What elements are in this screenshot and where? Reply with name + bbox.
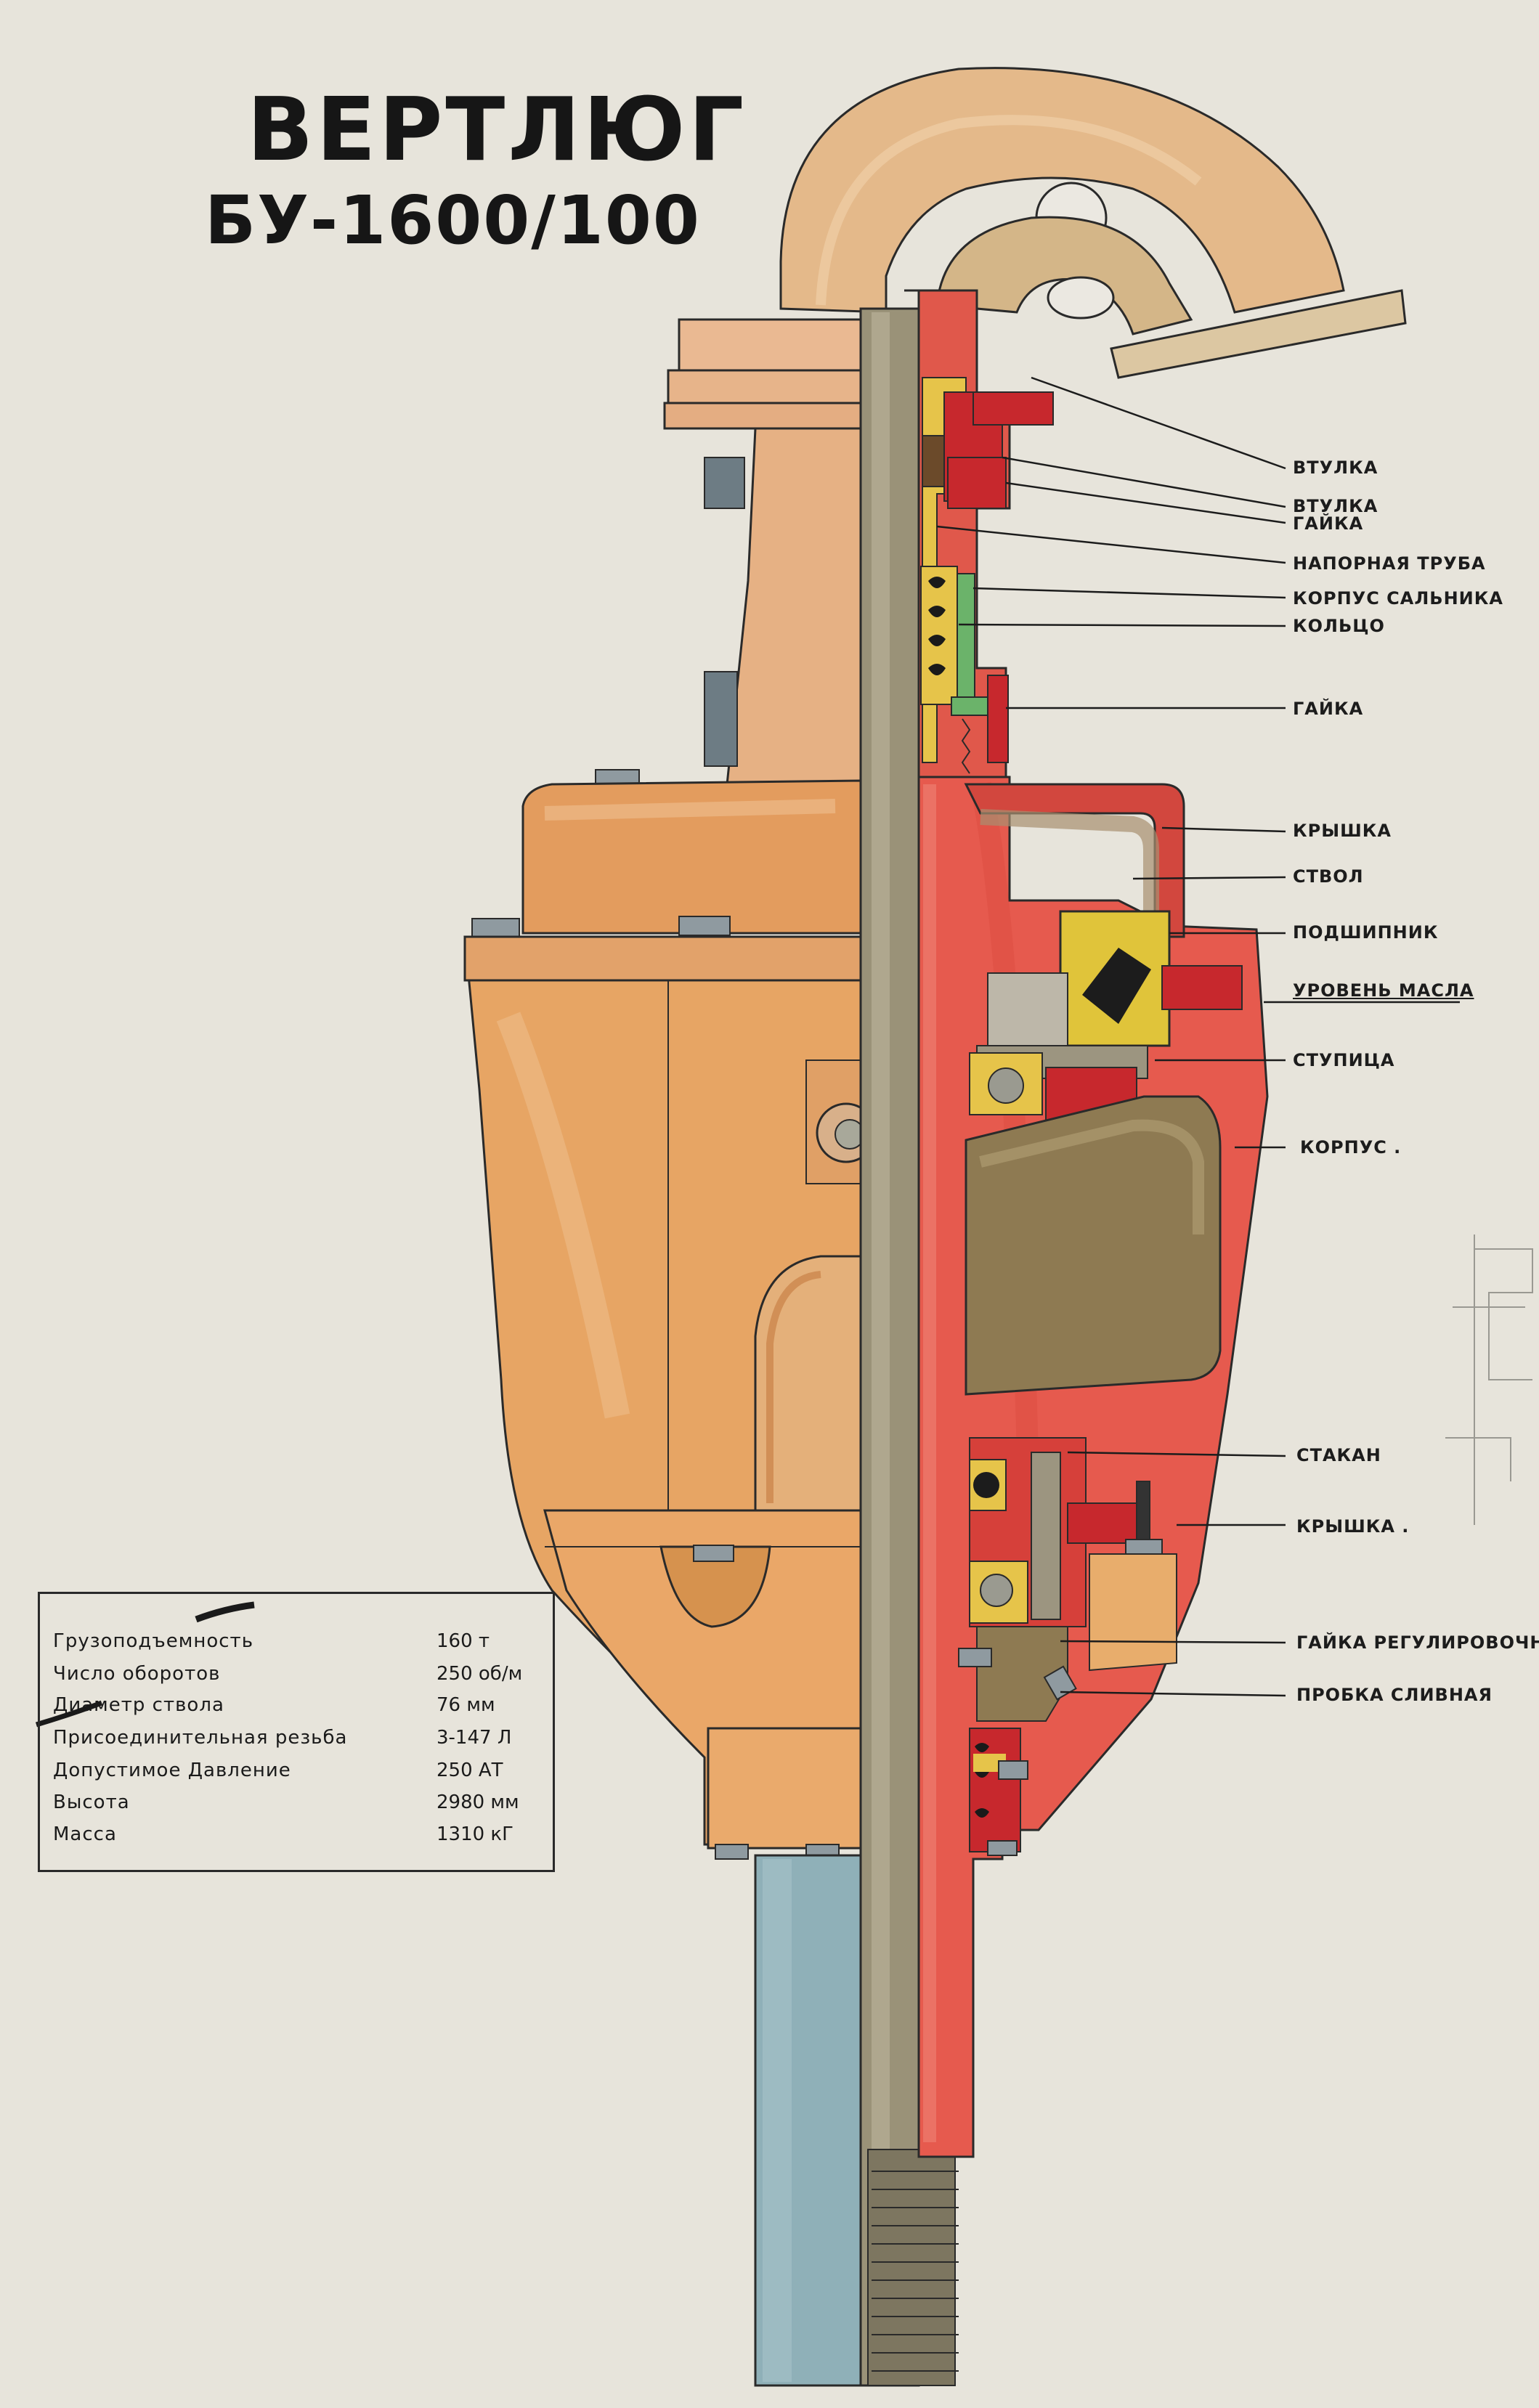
bail — [779, 67, 1407, 379]
spec-value: 76 мм — [436, 1694, 495, 1716]
ink-stroke — [195, 1601, 255, 1623]
spec-row: Допустимое Давление 250 АТ — [40, 1760, 553, 1789]
callout-koltso: КОЛЬЦО — [1293, 616, 1385, 636]
oil-cavity — [965, 1095, 1222, 1396]
callout-uroven-masla: УРОВЕНЬ МАСЛА — [1293, 980, 1474, 1001]
spec-value: 2980 мм — [436, 1791, 519, 1813]
washpipe-mandrel — [859, 307, 959, 2387]
callout-stvol: СТВОЛ — [1293, 866, 1364, 887]
callout-kryshka-2: КРЫШКА . — [1296, 1516, 1410, 1537]
callout-napornaya-truba: НАПОРНАЯ ТРУБА — [1293, 553, 1486, 574]
spec-label: Масса — [53, 1823, 117, 1845]
spec-value: 1310 кГ — [436, 1823, 513, 1845]
callout-vtulka-2: ВТУЛКА — [1293, 496, 1378, 516]
spec-row: Диаметр ствола 76 мм — [40, 1694, 553, 1723]
margin-sketch — [1445, 1234, 1533, 1525]
callout-gaika-2: ГАЙКА — [1293, 699, 1364, 719]
callout-korpus-salnika: КОРПУС САЛЬНИКА — [1293, 588, 1503, 609]
spec-row: Высота 2980 мм — [40, 1791, 553, 1821]
callout-gaika-1: ГАЙКА — [1293, 513, 1364, 534]
spec-label: Диаметр ствола — [53, 1694, 224, 1716]
ink-stroke-2 — [35, 1700, 103, 1728]
callout-vtulka-1: ВТУЛКА — [1293, 457, 1378, 478]
bail-plate — [1110, 289, 1407, 379]
callout-gaika-regulirovochnaya: ГАЙКА РЕГУЛИРОВОЧНАЯ — [1296, 1632, 1539, 1653]
spec-row: Присоединительная резьба 3-147 Л — [40, 1727, 553, 1756]
spec-label: Высота — [53, 1791, 130, 1813]
callout-korpus: КОРПУС . — [1300, 1137, 1402, 1158]
body-section-half — [904, 289, 1269, 2158]
callout-kryshka-1: КРЫШКА — [1293, 821, 1392, 841]
spec-value: 3-147 Л — [436, 1727, 512, 1749]
spec-row: Число оборотов 250 об/м — [40, 1663, 553, 1692]
spec-row: Масса 1310 кГ — [40, 1823, 553, 1852]
spec-value: 250 об/м — [436, 1663, 523, 1685]
callout-stupitsa: СТУПИЦА — [1293, 1050, 1395, 1070]
page-title: ВЕРТЛЮГ — [247, 80, 747, 181]
callout-probka-slivnaya: ПРОБКА СЛИВНАЯ — [1296, 1685, 1493, 1705]
spec-label: Допустимое Давление — [53, 1760, 291, 1781]
callout-podshipnik: ПОДШИПНИК — [1293, 922, 1439, 943]
callout-stakan: СТАКАН — [1296, 1445, 1381, 1465]
spec-value: 250 АТ — [436, 1760, 503, 1781]
spec-label: Грузоподъемность — [53, 1630, 254, 1652]
spec-label: Число оборотов — [53, 1663, 221, 1685]
spec-label: Присоединительная резьба — [53, 1727, 348, 1749]
spec-table: Грузоподъемность 160 т Число оборотов 25… — [38, 1592, 555, 1872]
page-subtitle: БУ-1600/100 — [205, 182, 701, 259]
spec-value: 160 т — [436, 1630, 490, 1652]
leader-lines — [936, 376, 1460, 1697]
bail-lug — [935, 216, 1193, 335]
spec-row: Грузоподъемность 160 т — [40, 1630, 553, 1659]
